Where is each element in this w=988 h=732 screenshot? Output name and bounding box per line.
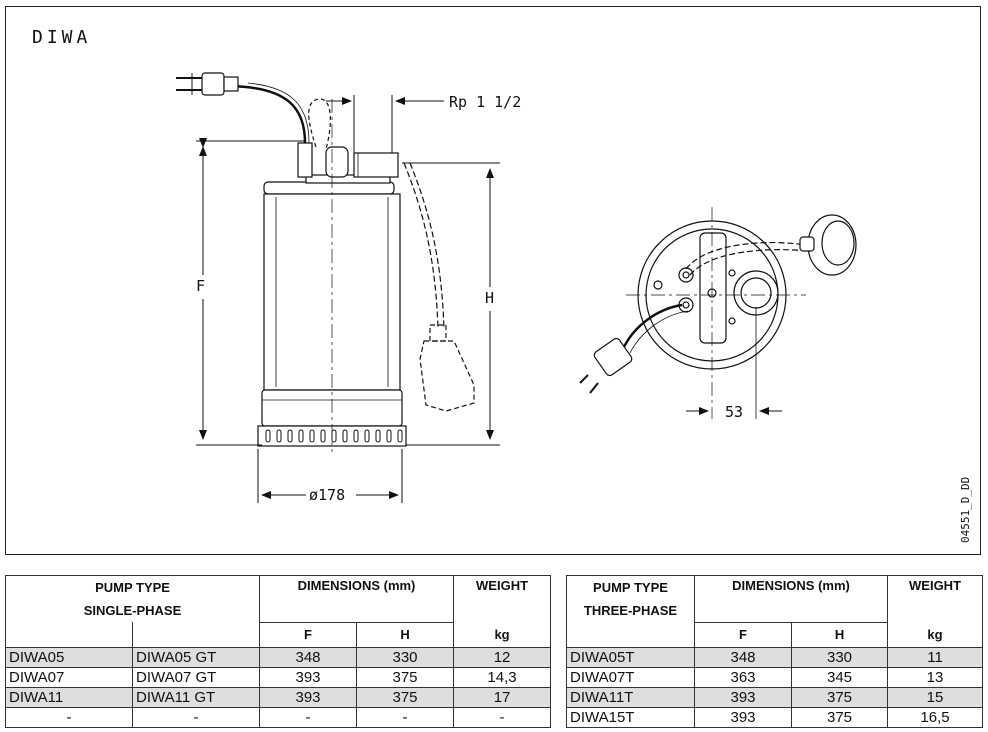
h-cell: 375 — [790, 706, 889, 728]
table-row: DIWA07T 363 345 13 — [566, 666, 984, 688]
inlet-grille — [265, 429, 403, 443]
pump-side-view — [176, 72, 475, 452]
dimension-label-h: H — [485, 289, 494, 307]
pump-type-header-line1: PUMP TYPE — [593, 580, 668, 595]
h-cell: 330 — [790, 646, 889, 668]
drawing-title: DIWA — [32, 27, 91, 48]
table-row: DIWA11 DIWA11 GT 393 375 17 — [5, 686, 552, 708]
pump-top-view — [579, 207, 857, 419]
float-top-view-icon — [799, 214, 857, 276]
pump-type-header-line2: THREE-PHASE — [583, 603, 678, 618]
float-switch-icon — [419, 324, 475, 412]
pump-type-cell: DIWA07 — [5, 666, 133, 688]
pump-type-gt-cell: - — [131, 706, 261, 728]
technical-drawing: DIWA — [5, 6, 981, 555]
pump-type-cell: DIWA15T — [566, 706, 695, 728]
h-cell: 375 — [790, 686, 889, 708]
pump-type-cell: DIWA05T — [566, 646, 695, 668]
f-cell: 393 — [694, 686, 792, 708]
dimensions-header: DIMENSIONS (mm) — [259, 575, 455, 622]
col-kg-header: kg — [453, 622, 552, 648]
col-f-header: F — [694, 621, 792, 648]
pump-type-cell: DIWA05 — [5, 646, 133, 668]
pump-type-gt-cell: DIWA05 GT — [131, 646, 261, 668]
pump-type-cell: DIWA11 — [5, 686, 133, 708]
table-row: DIWA07 DIWA07 GT 393 375 14,3 — [5, 666, 552, 688]
col-h-header: H — [790, 621, 889, 648]
kg-cell: 13 — [887, 666, 984, 688]
three-phase-table: PUMP TYPE THREE-PHASE DIMENSIONS (mm) WE… — [566, 575, 984, 728]
col-kg-header: kg — [887, 622, 984, 648]
f-cell: 348 — [694, 646, 792, 668]
pump-type-header: PUMP TYPE SINGLE-PHASE — [4, 575, 261, 622]
thread-label: Rp 1 1/2 — [449, 93, 521, 111]
table-row: - - - - - — [5, 706, 552, 728]
table-row: DIWA11T 393 375 15 — [566, 686, 984, 708]
plug-top-view-icon — [579, 337, 633, 394]
pump-type-cell: - — [5, 706, 133, 728]
kg-cell: 14,3 — [453, 666, 552, 688]
dimension-label-f: F — [196, 277, 205, 295]
pump-drawing-svg: DIWA — [32, 27, 972, 543]
single-phase-table: PUMP TYPE SINGLE-PHASE DIMENSIONS (mm) W… — [4, 575, 552, 728]
f-cell: - — [259, 706, 358, 728]
col-f-header: F — [259, 621, 358, 648]
pump-type-header-line1: PUMP TYPE — [95, 580, 170, 595]
h-cell: 330 — [356, 646, 455, 668]
pump-type-header: PUMP TYPE THREE-PHASE — [566, 575, 695, 622]
offset-label: 53 — [725, 403, 743, 421]
dimensions-header: DIMENSIONS (mm) — [693, 575, 889, 622]
f-cell: 363 — [694, 666, 792, 688]
pump-type-cell: DIWA07T — [566, 666, 695, 688]
f-cell: 393 — [694, 706, 792, 728]
pump-type-header-line2: SINGLE-PHASE — [83, 603, 182, 618]
weight-header: WEIGHT — [453, 575, 552, 622]
f-cell: 348 — [259, 646, 358, 668]
blank-cell — [566, 622, 695, 648]
blank-cell — [131, 622, 261, 648]
kg-cell: 12 — [453, 646, 552, 668]
kg-cell: 15 — [887, 686, 984, 708]
power-plug-icon — [176, 72, 239, 96]
pump-type-cell: DIWA11T — [566, 686, 695, 708]
table-row: DIWA05T 348 330 11 — [566, 646, 984, 668]
table-row: DIWA15T 393 375 16,5 — [566, 706, 984, 728]
kg-cell: 11 — [887, 646, 984, 668]
kg-cell: - — [453, 706, 552, 728]
kg-cell: 16,5 — [887, 706, 984, 728]
pump-type-gt-cell: DIWA11 GT — [131, 686, 261, 708]
blank-cell — [5, 622, 133, 648]
table-row: DIWA05 DIWA05 GT 348 330 12 — [5, 646, 552, 668]
f-cell: 393 — [259, 686, 358, 708]
kg-cell: 17 — [453, 686, 552, 708]
h-cell: 345 — [790, 666, 889, 688]
drawing-number: 04551_D_DD — [959, 477, 972, 543]
diameter-label: ø178 — [309, 486, 345, 504]
dimension-lines — [196, 95, 500, 503]
f-cell: 393 — [259, 666, 358, 688]
col-h-header: H — [356, 621, 455, 648]
h-cell: 375 — [356, 686, 455, 708]
pump-type-gt-cell: DIWA07 GT — [131, 666, 261, 688]
weight-header: WEIGHT — [887, 575, 984, 622]
h-cell: - — [356, 706, 455, 728]
h-cell: 375 — [356, 666, 455, 688]
